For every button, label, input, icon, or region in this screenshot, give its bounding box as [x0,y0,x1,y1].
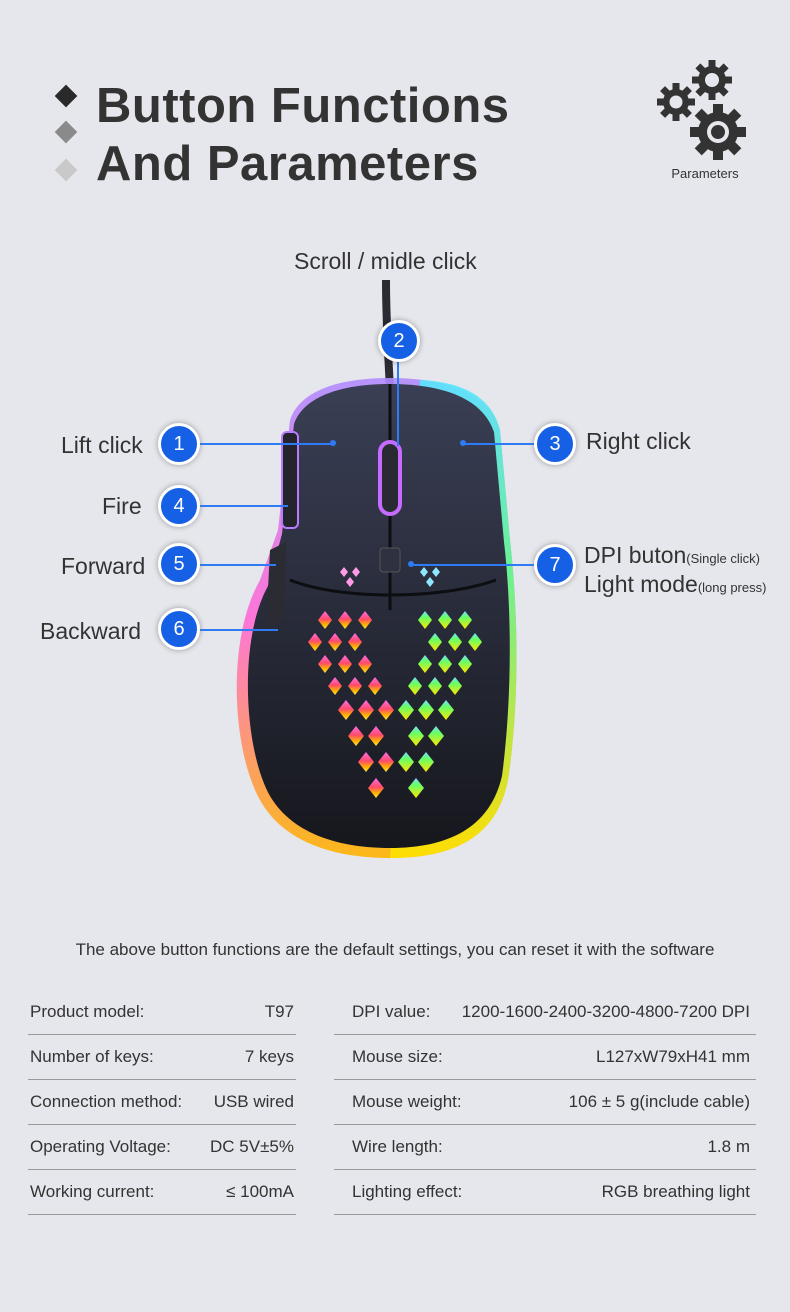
badge-4: 4 [158,485,200,527]
light-mode-label-main: Light mode [584,571,698,597]
spec-label: Mouse weight: [352,1092,462,1111]
diamond-bullet-icon [54,120,78,144]
light-mode-label: Light mode(long press) [584,571,766,598]
spec-value: 1.8 m [707,1137,750,1156]
spec-label: Working current: [30,1182,155,1201]
spec-value: 1200-1600-2400-3200-4800-7200 DPI [461,1002,750,1021]
spec-label: Number of keys: [30,1047,154,1066]
spec-label: Mouse size: [352,1047,443,1066]
page-title-line-2: And Parameters [96,137,479,191]
left-click-label: Lift click [61,432,143,458]
spec-row: Connection method: USB wired [28,1080,296,1125]
spec-label: Wire length: [352,1137,443,1156]
spec-value: ≤ 100mA [226,1182,294,1201]
page-title-line-1: Button Functions [96,79,510,133]
spec-row: Product model: T97 [28,990,296,1035]
spec-value: 7 keys [244,1047,294,1066]
leader-dot [460,440,466,446]
spec-value: T97 [264,1002,294,1021]
forward-leader-line [200,564,276,566]
dpi-leader-line [410,564,534,566]
spec-label: Operating Voltage: [30,1137,171,1156]
spec-row: Working current: ≤ 100mA [28,1170,296,1215]
spec-value: USB wired [213,1092,294,1111]
leader-dot [408,561,414,567]
spec-label: Product model: [30,1002,145,1021]
forward-label: Forward [61,553,146,579]
spec-value: DC 5V±5% [210,1137,294,1156]
scroll-label: Scroll / midle click [294,248,477,274]
spec-row: Operating Voltage: DC 5V±5% [28,1125,296,1170]
gears-label: Parameters [671,166,739,181]
gears-icon [657,60,746,160]
default-settings-note: The above button functions are the defau… [75,940,715,959]
fire-label: Fire [102,493,142,519]
badge-1: 1 [158,423,200,465]
badge-2: 2 [378,320,420,362]
fire-leader-line [200,505,288,507]
spec-value: L127xW79xH41 mm [595,1047,750,1066]
badge-3: 3 [534,423,576,465]
spec-row: Wire length: 1.8 m [334,1125,756,1170]
spec-label: Connection method: [30,1092,183,1111]
light-mode-label-note: (long press) [697,580,767,595]
spec-row: DPI value: 1200-1600-2400-3200-4800-7200… [334,990,756,1035]
scroll-leader-line [397,360,399,446]
spec-value: RGB breathing light [601,1182,750,1201]
left-click-leader-line [200,443,332,445]
backward-label: Backward [40,618,141,644]
badge-5: 5 [158,543,200,585]
spec-label: Lighting effect: [352,1182,463,1201]
right-click-label: Right click [586,428,691,454]
leader-dot [330,440,336,446]
dpi-button-label-main: DPI buton [584,542,687,568]
spec-value: 106 ± 5 g(include cable) [568,1092,750,1111]
badge-6: 6 [158,608,200,650]
diamond-bullet-icon [54,158,78,182]
badge-7: 7 [534,544,576,586]
dpi-button-label: DPI buton(Single click) [584,542,760,569]
spec-row: Mouse size: L127xW79xH41 mm [334,1035,756,1080]
dpi-button-label-note: (Single click) [686,551,760,566]
spec-label: DPI value: [352,1002,431,1021]
spec-row: Number of keys: 7 keys [28,1035,296,1080]
spec-row: Lighting effect: RGB breathing light [334,1170,756,1215]
spec-row: Mouse weight: 106 ± 5 g(include cable) [334,1080,756,1125]
backward-leader-line [200,629,278,631]
mouse-image [236,280,517,858]
right-click-leader-line [462,443,534,445]
diamond-bullet-icon [54,84,78,108]
